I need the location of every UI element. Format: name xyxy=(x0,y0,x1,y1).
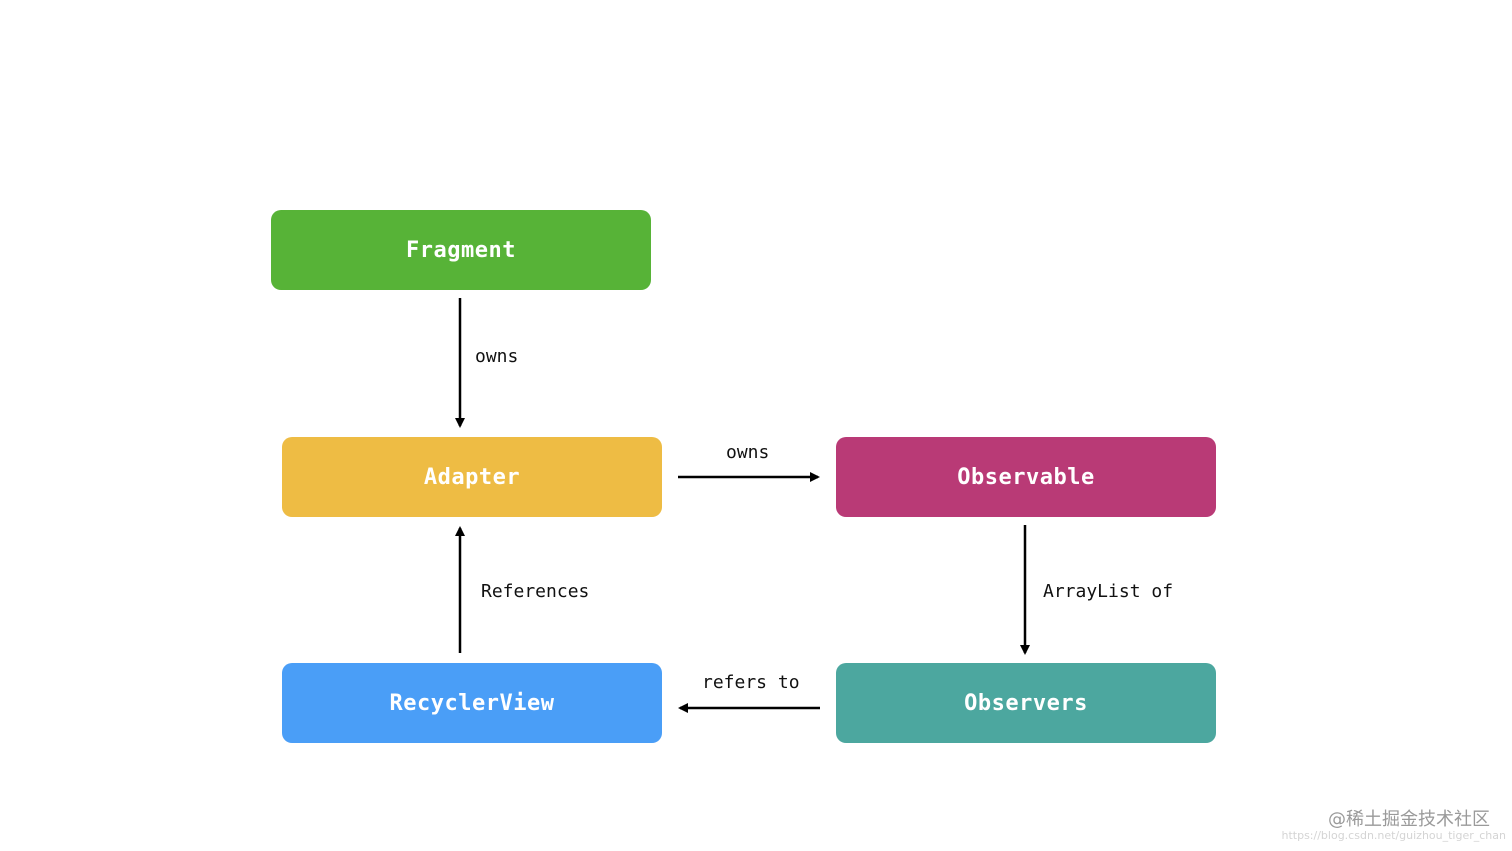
observers-node: Observers xyxy=(836,663,1216,743)
fragment-node: Fragment xyxy=(271,210,651,290)
edge-label-fragment-adapter: owns xyxy=(475,346,519,367)
edge-label-observers-recyclerview: refers to xyxy=(702,672,800,693)
adapter-node: Adapter xyxy=(282,437,662,517)
edge-label-recyclerview-adapter: References xyxy=(481,581,590,602)
recyclerview-node: RecyclerView xyxy=(282,663,662,743)
edge-label-observable-observers: ArrayList of xyxy=(1043,581,1174,602)
watermark-text: @稀土掘金技术社区 xyxy=(1328,809,1490,830)
observable-node: Observable xyxy=(836,437,1216,517)
watermark-url: https://blog.csdn.net/guizhou_tiger_chan xyxy=(1281,829,1507,842)
edge-label-adapter-observable: owns xyxy=(726,442,770,463)
